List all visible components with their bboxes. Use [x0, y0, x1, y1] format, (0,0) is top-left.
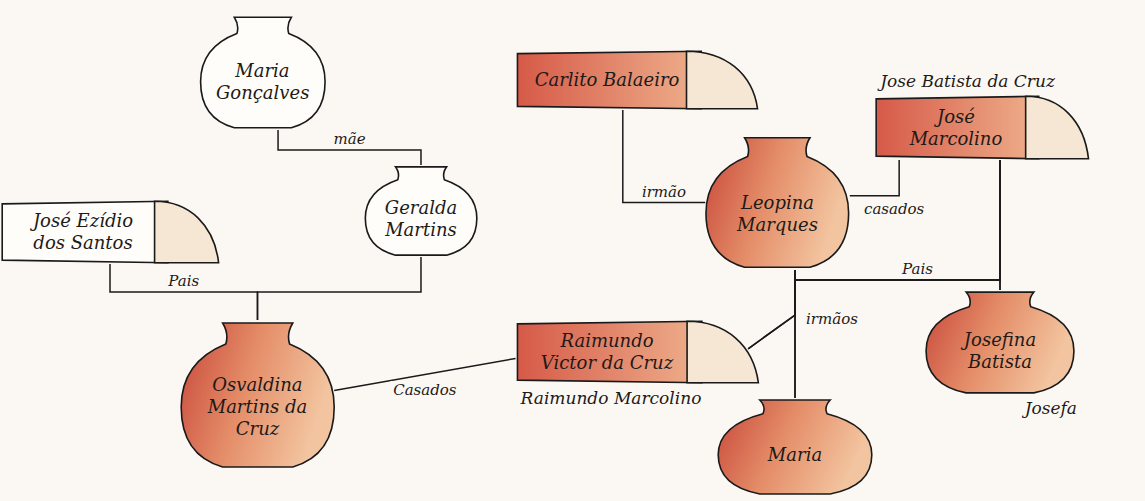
scroll-body	[517, 51, 701, 109]
relation-label: Pais	[899, 260, 936, 278]
kinship-line	[850, 160, 899, 196]
alias-name: Josefa	[1025, 398, 1077, 418]
pot-shape	[706, 138, 849, 268]
relation-label: mãe	[330, 130, 368, 148]
person-name: Maria	[768, 444, 822, 466]
relation-label: Casados	[390, 381, 459, 399]
person-name: Leopina Marques	[724, 192, 831, 236]
person-name: José Marcolino	[890, 106, 1022, 150]
pot-shape	[181, 323, 334, 467]
scroll-node: Raimundo Victor da CruzRaimundo Marcolin…	[515, 320, 761, 384]
pot-node: Josefina BatistaJosefa	[923, 290, 1077, 395]
person-name: José Ezídio dos Santos	[16, 210, 151, 254]
scroll-curl	[154, 201, 218, 262]
person-name: Geralda Martins	[379, 197, 462, 241]
kinship-line	[257, 257, 420, 320]
pot-shape	[200, 17, 324, 127]
kinship-line	[110, 264, 257, 320]
person-name: Josefina Batista	[945, 329, 1056, 373]
person-name: Raimundo Victor da Cruz	[530, 330, 683, 374]
scroll-curl	[687, 321, 758, 382]
relation-label: casados	[861, 200, 927, 218]
kinship-line	[278, 130, 421, 165]
pot-node: Maria Gonçalves	[198, 15, 328, 130]
pot-shape	[365, 167, 477, 255]
relation-label: Pais	[165, 272, 202, 290]
scroll-body	[517, 321, 701, 382]
pot-node: Geralda Martins	[363, 165, 479, 257]
pot-node: Maria	[715, 398, 875, 496]
kinship-line	[748, 270, 795, 349]
relation-label: irmão	[639, 183, 689, 201]
kinship-line	[623, 110, 705, 203]
scroll-curl	[1026, 96, 1089, 158]
person-name: Maria Gonçalves	[216, 60, 309, 104]
scroll-node: José Ezídio dos Santos	[0, 200, 220, 264]
pot-node: Osvaldina Martins da Cruz	[178, 320, 337, 470]
relation-label: irmãos	[803, 310, 861, 328]
pot-shape	[718, 400, 872, 494]
scroll-body	[876, 96, 1038, 158]
alias-name: Raimundo Marcolino	[521, 388, 702, 408]
alias-name: Jose Batista da Cruz	[880, 71, 1055, 91]
pot-node: Leopina Marques	[703, 135, 852, 270]
scroll-node: Carlito Balaeiro	[515, 50, 760, 110]
scroll-body	[2, 201, 168, 262]
person-name: Carlito Balaeiro	[535, 69, 680, 91]
person-name: Osvaldina Martins da Cruz	[200, 374, 315, 440]
pot-shape	[926, 292, 1074, 393]
scroll-node: José MarcolinoJose Batista da Cruz	[874, 95, 1091, 160]
scroll-curl	[687, 51, 758, 109]
